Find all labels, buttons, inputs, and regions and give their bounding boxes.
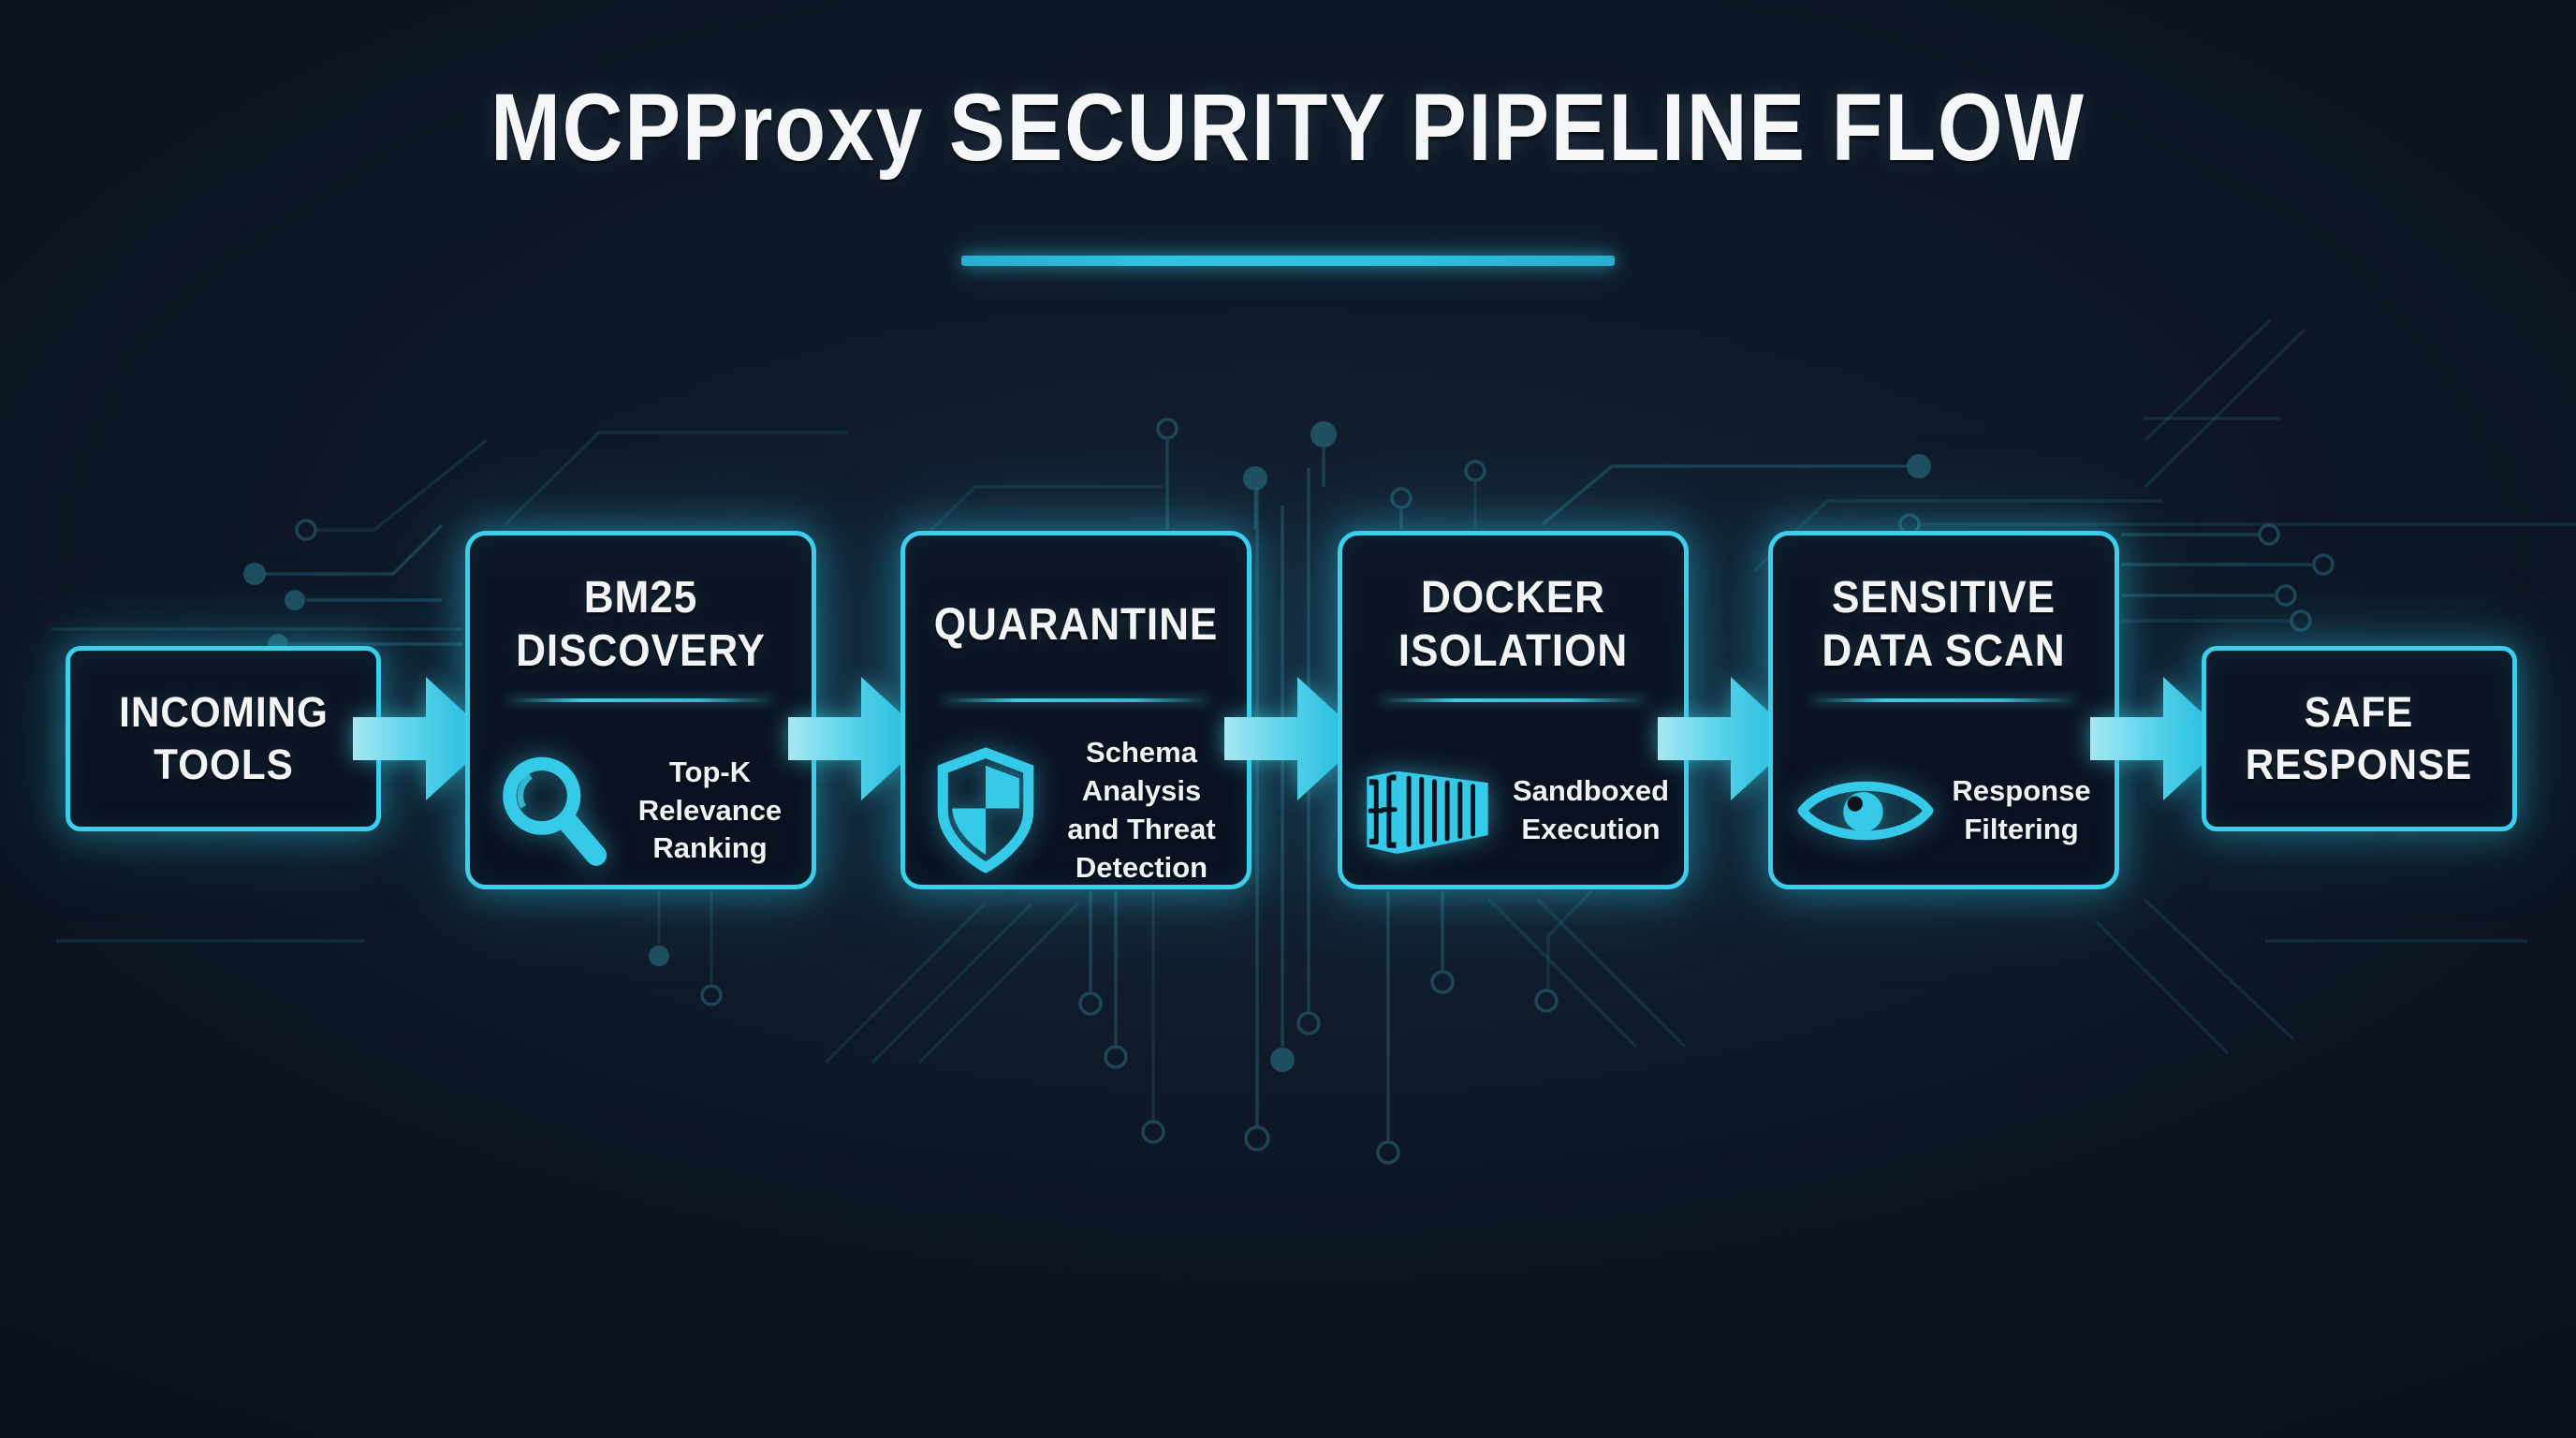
node-divider bbox=[1380, 698, 1647, 702]
pipeline-node-quarantine: QUARANTINE Schema Analysis and Threat De… bbox=[900, 531, 1251, 889]
node-divider bbox=[943, 698, 1209, 702]
flow-arrow bbox=[1224, 677, 1365, 800]
node-divider bbox=[507, 698, 774, 702]
node-title: BM25 DISCOVERY bbox=[516, 573, 766, 676]
pipeline-node-sensitive-data-scan: SENSITIVE DATA SCAN Response Filtering bbox=[1768, 531, 2119, 889]
page-title: MCPProxy SECURITY PIPELINE FLOW bbox=[490, 74, 2086, 181]
pipeline-node-safe-response: SAFE RESPONSE bbox=[2202, 646, 2517, 831]
pipeline-node-incoming-tools: INCOMING TOOLS bbox=[66, 646, 381, 831]
shield-icon bbox=[937, 747, 1034, 873]
header: MCPProxy SECURITY PIPELINE FLOW bbox=[0, 73, 2576, 183]
eye-icon bbox=[1797, 781, 1934, 841]
container-icon bbox=[1367, 770, 1488, 855]
pipeline-node-bm25-discovery: BM25 DISCOVERY Top-K Relevance Ranking bbox=[465, 531, 816, 889]
node-title: SAFE RESPONSE bbox=[2246, 687, 2473, 788]
node-title: INCOMING TOOLS bbox=[118, 687, 329, 788]
flow-arrow bbox=[1658, 677, 1798, 800]
node-sublabel: Top-K Relevance Ranking bbox=[637, 755, 783, 865]
flow-arrow bbox=[788, 677, 929, 800]
pipeline-node-docker-isolation: DOCKER ISOLATION bbox=[1338, 531, 1689, 889]
node-divider bbox=[1810, 698, 2077, 702]
node-title: SENSITIVE DATA SCAN bbox=[1822, 573, 2066, 676]
magnifier-icon bbox=[503, 756, 607, 866]
title-underline bbox=[961, 256, 1615, 266]
node-title: QUARANTINE bbox=[933, 599, 1219, 650]
flow-arrow bbox=[2090, 677, 2231, 800]
node-title: DOCKER ISOLATION bbox=[1398, 573, 1629, 676]
node-sublabel: Response Filtering bbox=[1952, 774, 2091, 845]
node-sublabel: Schema Analysis and Threat Detection bbox=[1067, 736, 1216, 884]
flow-arrow bbox=[353, 677, 493, 800]
node-sublabel: Sandboxed Execution bbox=[1512, 774, 1670, 845]
